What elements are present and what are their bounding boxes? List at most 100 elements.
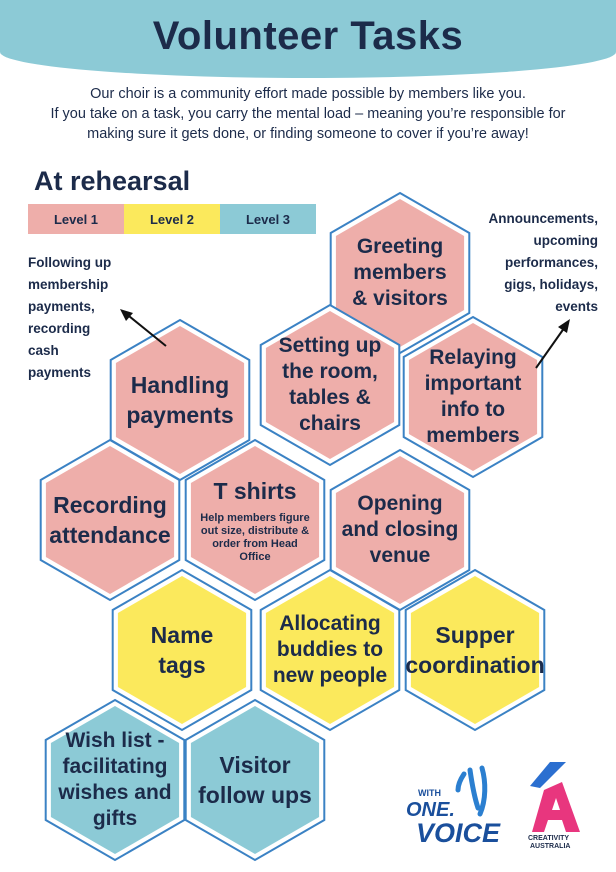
hex-title-line: Setting up bbox=[278, 334, 382, 357]
hex-handling-payments-fill bbox=[115, 326, 245, 474]
note-left-line: membership bbox=[28, 277, 109, 292]
hex-title-line: Relaying bbox=[429, 346, 517, 369]
hex-t-shirts-fill bbox=[190, 446, 320, 594]
hex-greeting-members-fill bbox=[335, 199, 465, 347]
hex-title-line: Wish list - bbox=[65, 729, 165, 752]
page-title: Volunteer Tasks bbox=[152, 14, 464, 58]
hex-name-tags-fill bbox=[117, 576, 247, 724]
hex-relaying-info: Relaying important info to members bbox=[407, 332, 539, 462]
hex-title-line: Recording bbox=[53, 492, 167, 518]
hex-recording-attendance-fill bbox=[45, 446, 175, 594]
note-left-line: payments bbox=[28, 365, 92, 380]
header-band bbox=[0, 0, 616, 78]
hex-title-line: members bbox=[426, 424, 520, 447]
section-title: At rehearsal bbox=[34, 166, 191, 196]
hex-title-line: buddies to bbox=[276, 638, 384, 661]
hex-setting-up-room: Setting up the room, tables & chairs bbox=[264, 320, 396, 450]
hex-title-line: Handling bbox=[130, 372, 230, 398]
hex-title-line: attendance bbox=[49, 522, 171, 548]
note-announcements: Announcements, upcoming performances, gigs,… bbox=[458, 208, 598, 318]
hex-handling-payments: Handling payments bbox=[114, 335, 246, 465]
hex-title-line: Allocating bbox=[279, 612, 381, 635]
with-one-voice-logo: WITH ONE. VOICE bbox=[406, 765, 501, 848]
hex-supper-coordination-fill bbox=[410, 576, 540, 724]
hex-visitor-follow-ups: Visitor follow ups bbox=[189, 715, 321, 845]
hex-opening-closing-venue: Opening and closing venue bbox=[334, 465, 466, 595]
note-right-line: gigs, holidays, bbox=[504, 277, 598, 292]
hex-supper-coordination: Supper coordination bbox=[405, 585, 544, 715]
hex-title-line: the room, bbox=[282, 360, 378, 383]
note-payments: Following up membership payments, recording… bbox=[28, 252, 148, 384]
hex-title-line: wishes and bbox=[58, 781, 172, 804]
hex-title-line: Name bbox=[150, 622, 214, 648]
hex-wish-list: Wish list - facilitating wishes and gifts bbox=[49, 715, 181, 845]
ca-line-2: AUSTRALIA bbox=[530, 843, 570, 850]
hex-title-line: info to bbox=[440, 398, 506, 421]
hex-title-line: & visitors bbox=[352, 287, 448, 310]
hex-title-line: T shirts bbox=[213, 478, 297, 504]
hex-allocating-buddies: Allocating buddies to new people bbox=[264, 585, 396, 715]
logo-one-text: ONE. bbox=[406, 799, 455, 821]
arrow-left bbox=[123, 311, 167, 347]
hex-title-line: Opening bbox=[357, 492, 443, 515]
arrow-right-head bbox=[558, 319, 570, 333]
hex-subtitle-line: Help members figure bbox=[200, 512, 310, 524]
hex-title-line: gifts bbox=[92, 807, 138, 830]
note-left-line: Following up bbox=[28, 255, 112, 270]
hex-title-line: Visitor bbox=[219, 752, 291, 778]
hex-title-line: important bbox=[424, 372, 522, 395]
hex-setting-up-room-fill bbox=[265, 311, 395, 459]
note-right-line: performances, bbox=[504, 255, 598, 270]
arrows bbox=[120, 309, 570, 369]
ca-logo-pink bbox=[532, 782, 580, 832]
hex-title-line: members bbox=[353, 261, 447, 284]
hex-greeting-members: Greeting members & visitors bbox=[334, 208, 466, 338]
hex-title-line: follow ups bbox=[198, 782, 312, 808]
hex-subtitle-line: out size, distribute & bbox=[200, 525, 310, 537]
ca-line-1: CREATIVITY bbox=[528, 835, 569, 842]
note-right-line: Announcements, bbox=[488, 211, 598, 226]
hex-recording-attendance: Recording attendance bbox=[44, 455, 176, 585]
note-right-line: events bbox=[555, 299, 598, 314]
hex-subtitle-line: order from Head bbox=[212, 538, 298, 550]
logo-with-text: WITH bbox=[418, 788, 441, 798]
hex-title-line: tags bbox=[158, 652, 206, 678]
note-left-line: recording bbox=[28, 321, 91, 336]
legend-level-3: Level 3 bbox=[220, 204, 316, 234]
arrow-left-head bbox=[120, 309, 133, 321]
intro-line-2: If you take on a task, you carry the men… bbox=[50, 106, 566, 122]
one-voice-figure bbox=[455, 765, 488, 817]
hex-allocating-buddies-fill bbox=[265, 576, 395, 724]
level-legend: Level 1 Level 2 Level 3 bbox=[28, 204, 316, 234]
legend-level-1: Level 1 bbox=[28, 204, 124, 234]
hex-title-line: venue bbox=[369, 544, 431, 567]
intro-line-1: Our choir is a community effort made pos… bbox=[90, 86, 526, 102]
hex-visitor-follow-ups-fill bbox=[190, 706, 320, 854]
hex-title-line: facilitating bbox=[62, 755, 168, 778]
hex-subtitle-line: Office bbox=[239, 551, 271, 563]
ca-logo-blue bbox=[530, 762, 566, 788]
note-left-line: cash bbox=[28, 343, 59, 358]
intro-text: Our choir is a community effort made pos… bbox=[20, 84, 596, 144]
legend-level-2: Level 2 bbox=[124, 204, 220, 234]
note-right-line: upcoming bbox=[533, 233, 599, 248]
hex-title-line: Supper bbox=[435, 622, 515, 648]
intro-line-3: making sure it gets done, or finding som… bbox=[87, 126, 529, 142]
hex-title-line: tables & bbox=[289, 386, 371, 409]
creativity-australia-logo: CREATIVITY AUSTRALIA bbox=[528, 762, 580, 850]
hex-opening-closing-venue-fill bbox=[335, 456, 465, 604]
hex-title-line: new people bbox=[272, 664, 388, 687]
logo-voice-text: VOICE bbox=[416, 818, 501, 848]
note-left-line: payments, bbox=[28, 299, 95, 314]
hex-title-line: coordination bbox=[405, 652, 545, 678]
arrow-right bbox=[535, 323, 568, 369]
hex-title-line: and closing bbox=[341, 518, 459, 541]
hex-wish-list-fill bbox=[50, 706, 180, 854]
hex-relaying-info-fill bbox=[408, 323, 538, 471]
hex-title-line: chairs bbox=[299, 412, 361, 435]
hex-title-line: payments bbox=[126, 402, 234, 428]
hex-title-line: Greeting bbox=[356, 235, 444, 258]
